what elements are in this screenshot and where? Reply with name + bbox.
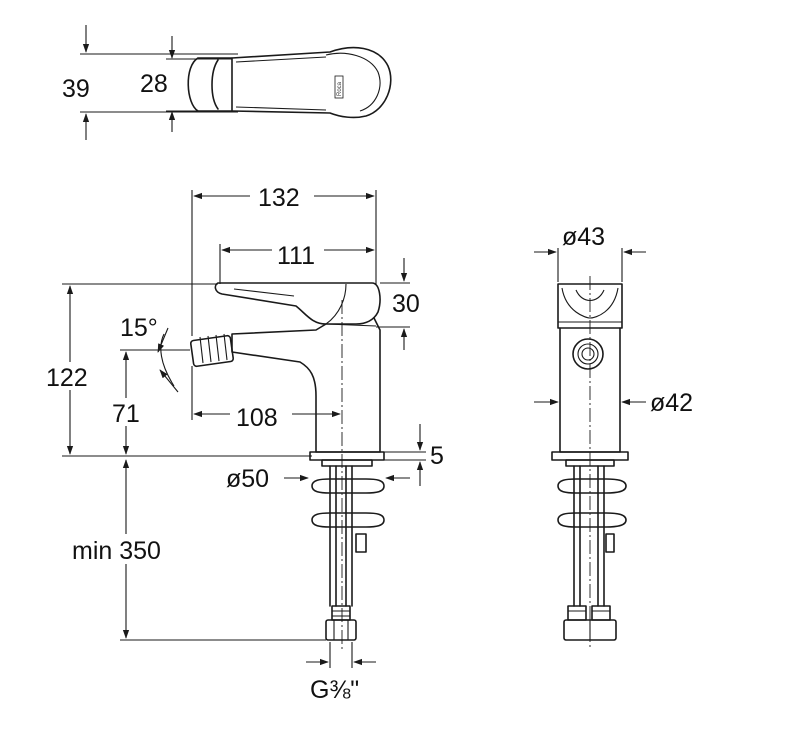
dim-71-label: 71 (112, 400, 140, 428)
side-view: 132 111 30 15° 122 71 108 5 ø5 (42, 184, 444, 704)
brand-logo: Roca (334, 75, 344, 99)
dim-g38-label: G⅜" (310, 676, 359, 704)
aerator (189, 333, 235, 368)
dim-132-label: 132 (258, 184, 300, 212)
top-view-lever (231, 46, 392, 119)
dim-111-label: 111 (277, 242, 315, 270)
top-view: Roca 39 28 (62, 25, 392, 140)
dim-39-label: 39 (62, 75, 90, 103)
dim-15-label: 15° (120, 314, 158, 342)
dim-30-label: 30 (392, 290, 420, 318)
front-view: ø43 ø42 (534, 223, 693, 648)
dim-108-label: 108 (236, 404, 278, 432)
dim-5-label: 5 (430, 442, 444, 470)
base-flange (309, 451, 385, 461)
clamp-washer-upper (311, 478, 385, 494)
dim-o42-label: ø42 (650, 389, 693, 417)
top-view-body (187, 57, 233, 112)
dim-min350-label: min 350 (72, 537, 161, 565)
svg-text:Roca: Roca (337, 81, 343, 96)
clamp-washer-lower (311, 512, 385, 528)
dim-o50-label: ø50 (226, 465, 269, 493)
hose-connector-nut (325, 619, 357, 641)
front-view-lever (557, 283, 623, 329)
dim-28-label: 28 (140, 70, 168, 98)
front-aerator (572, 338, 604, 370)
side-view-lever (214, 282, 381, 325)
dim-122-label: 122 (46, 364, 88, 392)
dim-15-angle-arc (160, 333, 175, 387)
pop-up-rod (355, 533, 367, 553)
dim-o43-label: ø43 (562, 223, 605, 251)
